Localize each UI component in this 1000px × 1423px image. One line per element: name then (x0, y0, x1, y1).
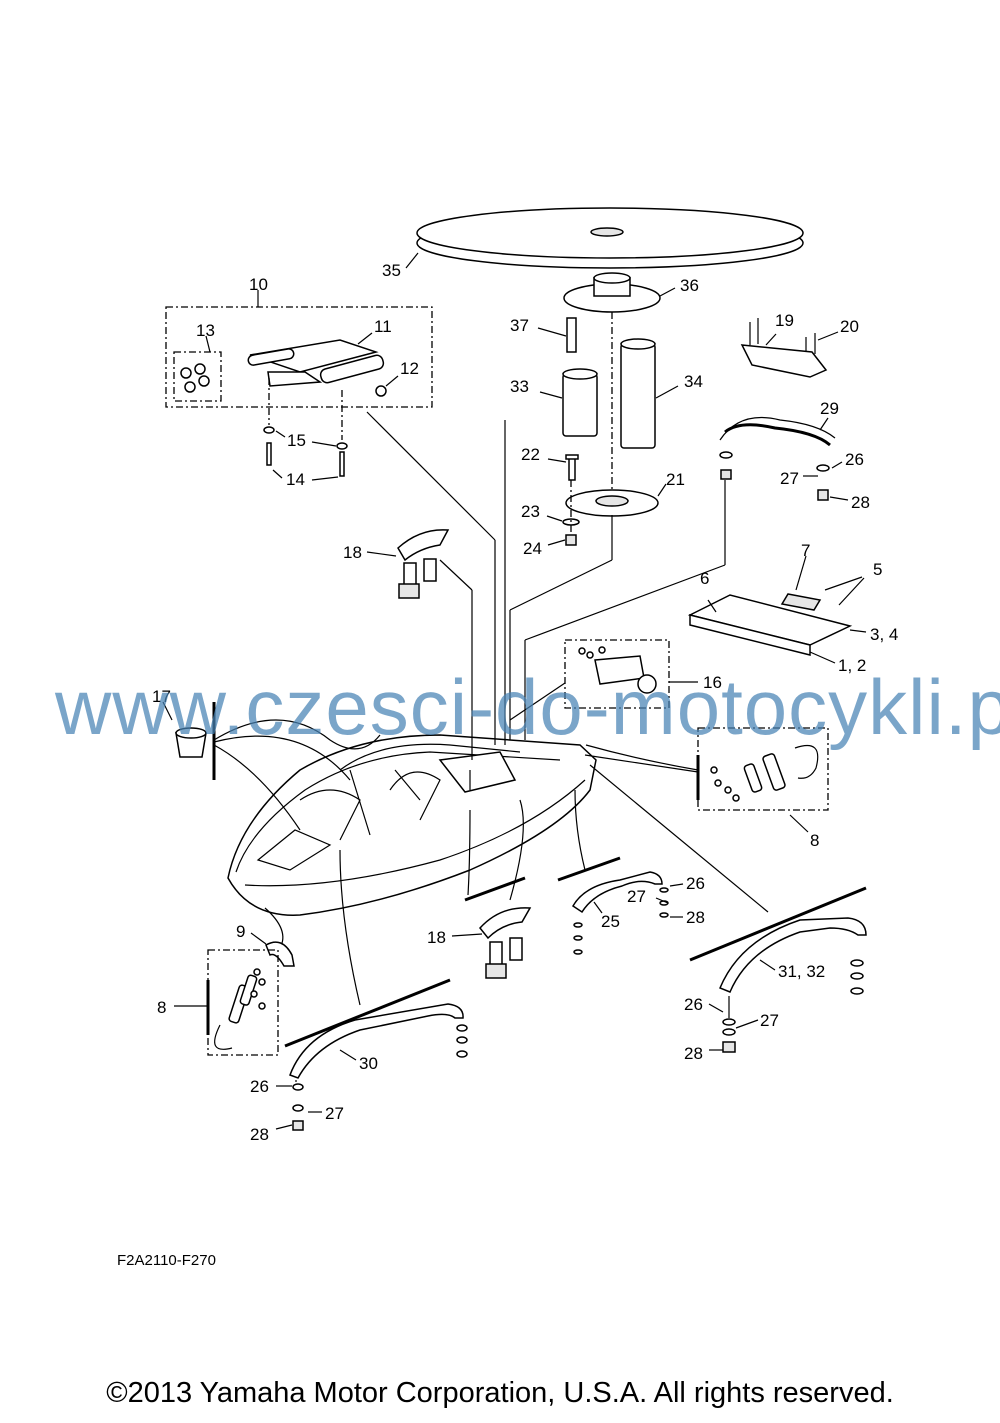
cleat-part-lower (479, 907, 532, 979)
nut-part (565, 534, 577, 546)
screw-washer-part (263, 426, 348, 477)
callout-23: 23 (521, 502, 540, 521)
callout-25: 25 (601, 912, 620, 931)
callout-14: 14 (286, 470, 305, 489)
copyright-notice: ©2013 Yamaha Motor Corporation, U.S.A. A… (106, 1377, 894, 1409)
callout-28-top: 28 (851, 493, 870, 512)
watermark-url: www.czesci-do-motocykli.pl (55, 663, 1000, 751)
callout-5: 5 (873, 560, 882, 579)
floor-base-part (565, 489, 659, 517)
callout-6: 6 (700, 569, 709, 588)
callout-16: 16 (703, 673, 722, 692)
callout-28-mid: 28 (686, 908, 705, 927)
tow-eye-part-left (214, 968, 266, 1050)
rail-part-30 (284, 978, 468, 1131)
callout-27-mid: 27 (627, 887, 646, 906)
tow-eye-group-box-right (697, 727, 829, 811)
small-rail-part (557, 856, 669, 955)
leader-lines (213, 411, 769, 1006)
callout-11: 11 (374, 317, 392, 336)
callout-13: 13 (196, 321, 215, 340)
callout-8-left: 8 (157, 998, 166, 1017)
callout-26-top: 26 (845, 450, 864, 469)
callout-31-32: 31, 32 (778, 962, 825, 981)
callout-9: 9 (236, 922, 245, 941)
clip-part (375, 385, 387, 397)
callout-27-top: 27 (780, 469, 799, 488)
callout-33: 33 (510, 377, 529, 396)
tow-eye-part-right (710, 744, 819, 802)
boat-hull-part (227, 734, 597, 916)
callout-22: 22 (521, 445, 540, 464)
grommet-part (578, 646, 657, 694)
fastener-group-box (173, 351, 222, 402)
cleat-part-upper (397, 529, 450, 599)
callout-28-left: 28 (250, 1125, 269, 1144)
assembly-group-box (165, 306, 433, 408)
callout-26-right: 26 (684, 995, 703, 1014)
base-bolt-part (565, 454, 579, 481)
fastener-set-part (180, 363, 210, 393)
callout-26-mid: 26 (686, 874, 705, 893)
short-pedestal-part (562, 368, 598, 437)
backrest-part (740, 318, 828, 378)
callout-18-top: 18 (343, 543, 362, 562)
callout-19: 19 (775, 311, 794, 330)
callout-20: 20 (840, 317, 859, 336)
callout-30: 30 (359, 1054, 378, 1073)
callout-27-left: 27 (325, 1104, 344, 1123)
callout-1-2: 1, 2 (838, 656, 866, 675)
pin-part (566, 317, 577, 353)
callout-29: 29 (820, 399, 839, 418)
cup-holder-part (175, 727, 207, 758)
callout-15: 15 (287, 431, 306, 450)
bow-bracket-part (265, 941, 295, 967)
callout-21: 21 (666, 470, 685, 489)
callout-35: 35 (382, 261, 401, 280)
callout-24: 24 (523, 539, 542, 558)
table-base-part (563, 272, 661, 313)
trim-rail-part (687, 576, 865, 656)
callout-34: 34 (684, 372, 703, 391)
callout-37: 37 (510, 316, 529, 335)
grab-rail-part (719, 416, 836, 501)
callout-17: 17 (152, 687, 171, 706)
callout-27-right: 27 (760, 1011, 779, 1030)
callout-8-right: 8 (810, 831, 819, 850)
callout-36: 36 (680, 276, 699, 295)
table-top-part (416, 207, 804, 269)
tow-eye-group-box-left (207, 949, 279, 1056)
callout-18-bottom: 18 (427, 928, 446, 947)
callout-26-left: 26 (250, 1077, 269, 1096)
callout-10: 10 (249, 275, 268, 294)
figure-code: F2A2110-F270 (117, 1252, 216, 1269)
callout-28-right: 28 (684, 1044, 703, 1063)
large-rail-part (689, 886, 867, 1053)
callout-12: 12 (400, 359, 419, 378)
callout-7: 7 (801, 541, 810, 560)
long-pedestal-part (620, 338, 656, 449)
mount-bracket-part (247, 339, 385, 387)
callout-3-4: 3, 4 (870, 625, 898, 644)
grommet-group-box (564, 639, 670, 709)
